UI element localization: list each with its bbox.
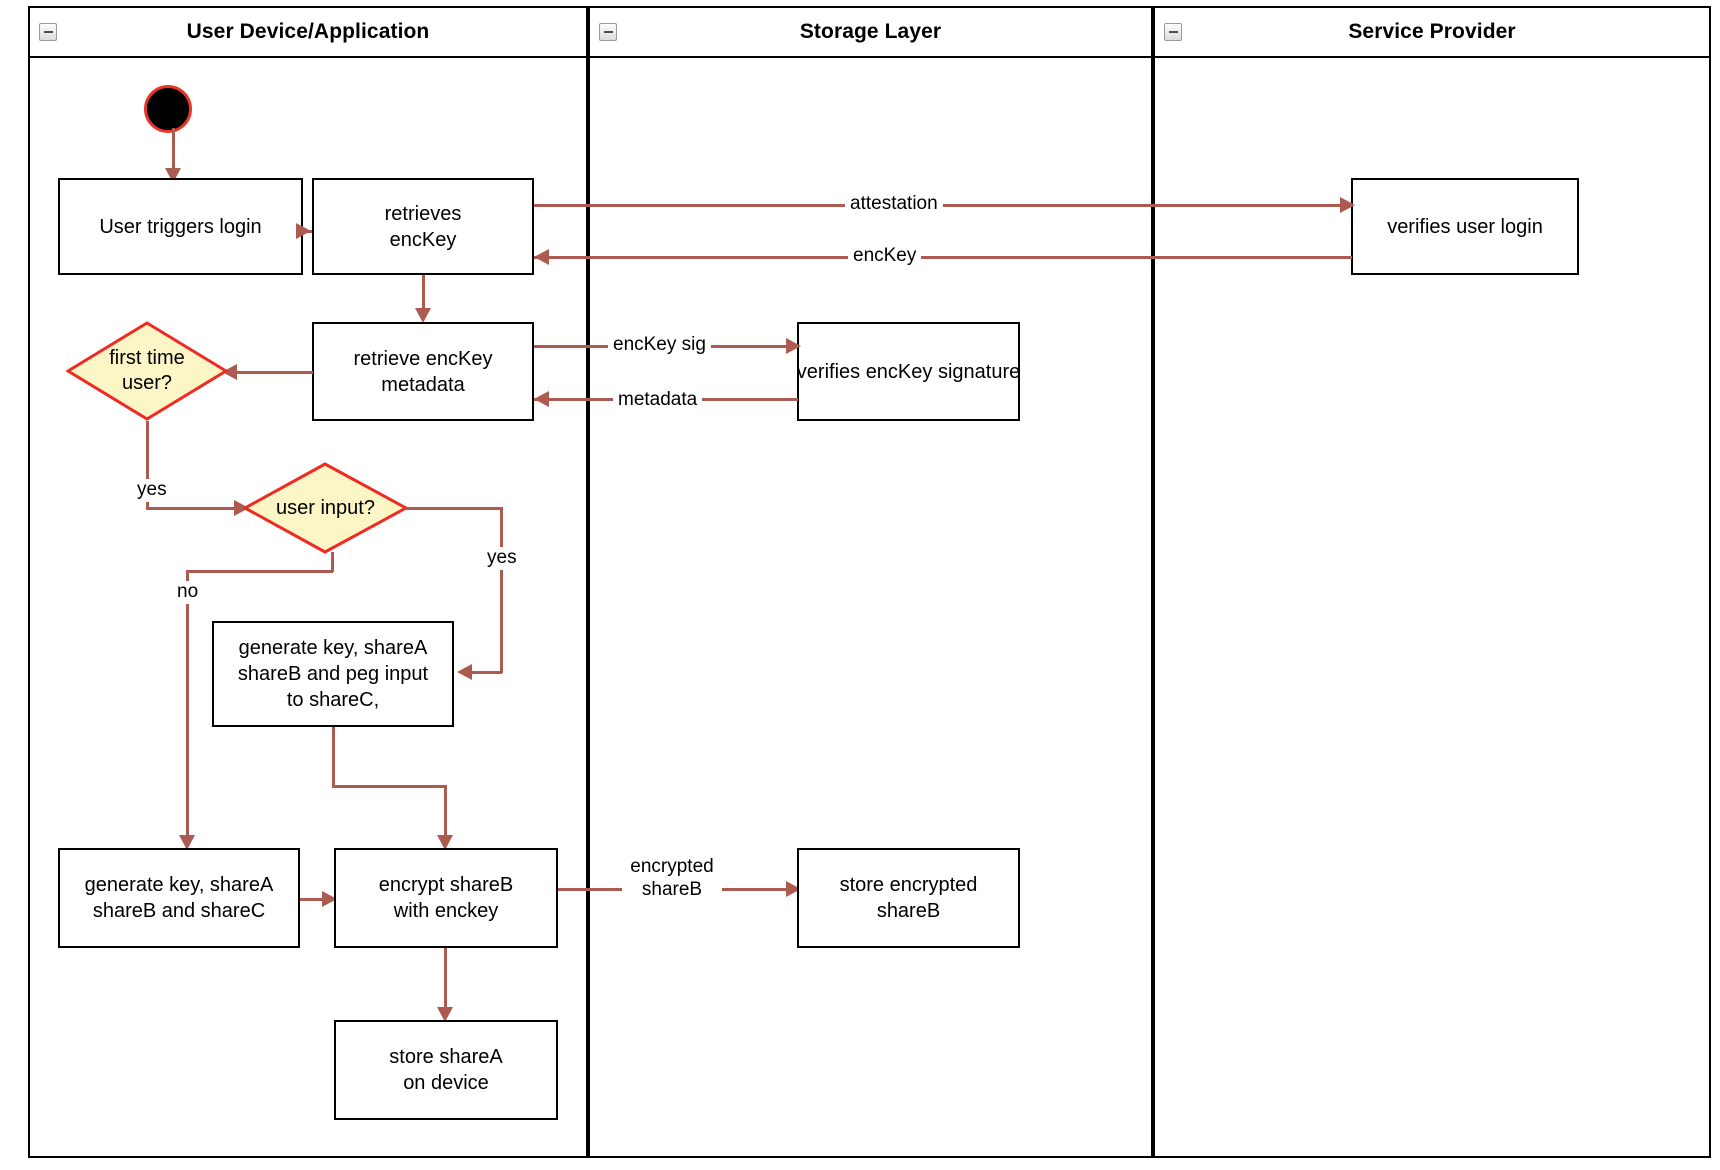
swimlane-header-storage-layer: Storage Layer <box>590 8 1151 58</box>
arrowhead-right <box>234 500 249 516</box>
edge-peg-to-encrypt-v2 <box>444 785 447 842</box>
node-store-sharea[interactable]: store shareA on device <box>334 1020 558 1120</box>
node-generate-key-peg-input[interactable]: generate key, shareA shareB and peg inpu… <box>212 621 454 727</box>
swimlane-service-provider[interactable]: Service Provider <box>1153 6 1711 1158</box>
edge-label-enckey-sig: encKey sig <box>608 334 711 357</box>
swimlane-user-device[interactable]: User Device/Application <box>28 6 588 1158</box>
arrowhead-left <box>534 249 549 265</box>
swimlane-header-service-provider: Service Provider <box>1155 8 1709 58</box>
swimlane-title: User Device/Application <box>186 20 430 43</box>
arrowhead-down <box>437 835 453 850</box>
node-retrieve-enckey-metadata[interactable]: retrieve encKey metadata <box>312 322 534 421</box>
minus-icon[interactable] <box>39 23 57 41</box>
minus-icon[interactable] <box>1164 23 1182 41</box>
arrowhead-left <box>534 391 549 407</box>
arrowhead-down <box>415 308 431 323</box>
node-retrieves-enckey[interactable]: retrieves encKey <box>312 178 534 275</box>
decision-label: user input? <box>276 496 375 519</box>
edge-enckey-return <box>534 256 1352 259</box>
start-node-icon <box>144 85 192 133</box>
edge-userinput-no-v2 <box>186 570 189 842</box>
arrowhead-left <box>457 664 472 680</box>
node-generate-key-shares[interactable]: generate key, shareA shareB and shareC <box>58 848 300 948</box>
edge-label-enckey: encKey <box>848 245 922 268</box>
edge-label-yes-userinput: yes <box>482 547 522 570</box>
edge-retrieves-to-metadata <box>422 275 425 315</box>
diamond-shape-icon <box>243 462 408 554</box>
minus-icon[interactable] <box>599 23 617 41</box>
node-verifies-enckey-signature[interactable]: verifies encKey signature <box>797 322 1020 421</box>
node-encrypt-shareb[interactable]: encrypt shareB with enckey <box>334 848 558 948</box>
edge-attestation <box>534 204 1352 207</box>
arrowhead-down <box>437 1007 453 1022</box>
edge-userinput-yes-in <box>466 671 502 674</box>
arrowhead-right <box>322 891 337 907</box>
edge-userinput-no-v1 <box>331 552 334 572</box>
arrowhead-left <box>222 364 237 380</box>
edge-firsttime-yes-h <box>146 507 240 510</box>
edge-shares-to-encrypt <box>300 898 332 901</box>
edge-peg-to-encrypt-v1 <box>332 727 335 787</box>
decision-user-input[interactable]: user input? <box>243 462 408 554</box>
edge-start-to-login <box>172 128 175 174</box>
edge-userinput-yes-h <box>406 507 502 510</box>
edge-userinput-yes-v <box>500 507 503 673</box>
decision-label: first time user? <box>109 347 185 394</box>
node-user-triggers-login[interactable]: User triggers login <box>58 178 303 275</box>
edge-encrypt-to-store-sharea <box>444 948 447 1014</box>
node-store-encrypted-shareb[interactable]: store encrypted shareB <box>797 848 1020 948</box>
swimlane-storage-layer[interactable]: Storage Layer <box>588 6 1153 1158</box>
edge-metadata-to-firsttime <box>230 371 313 374</box>
decision-first-time-user[interactable]: first time user? <box>66 321 228 421</box>
edge-label-metadata: metadata <box>613 389 703 412</box>
diamond-shape-icon <box>66 321 228 421</box>
edge-userinput-no-h <box>186 570 333 573</box>
node-verifies-user-login[interactable]: verifies user login <box>1351 178 1579 275</box>
arrowhead-right <box>1340 197 1355 213</box>
arrowhead-right <box>296 223 311 239</box>
edge-label-attestation: attestation <box>845 193 943 216</box>
swimlane-title: Service Provider <box>1348 20 1516 43</box>
edge-firsttime-yes <box>146 421 149 509</box>
edge-label-encrypted-shareb: encrypted shareB <box>622 856 722 902</box>
edge-label-yes-firsttime: yes <box>132 479 172 502</box>
swimlane-header-user-device: User Device/Application <box>30 8 586 58</box>
edge-label-no-userinput: no <box>172 581 204 604</box>
arrowhead-down <box>179 835 195 850</box>
swimlane-title: Storage Layer <box>799 20 942 43</box>
arrowhead-right <box>786 338 801 354</box>
edge-peg-to-encrypt-h <box>332 785 446 788</box>
